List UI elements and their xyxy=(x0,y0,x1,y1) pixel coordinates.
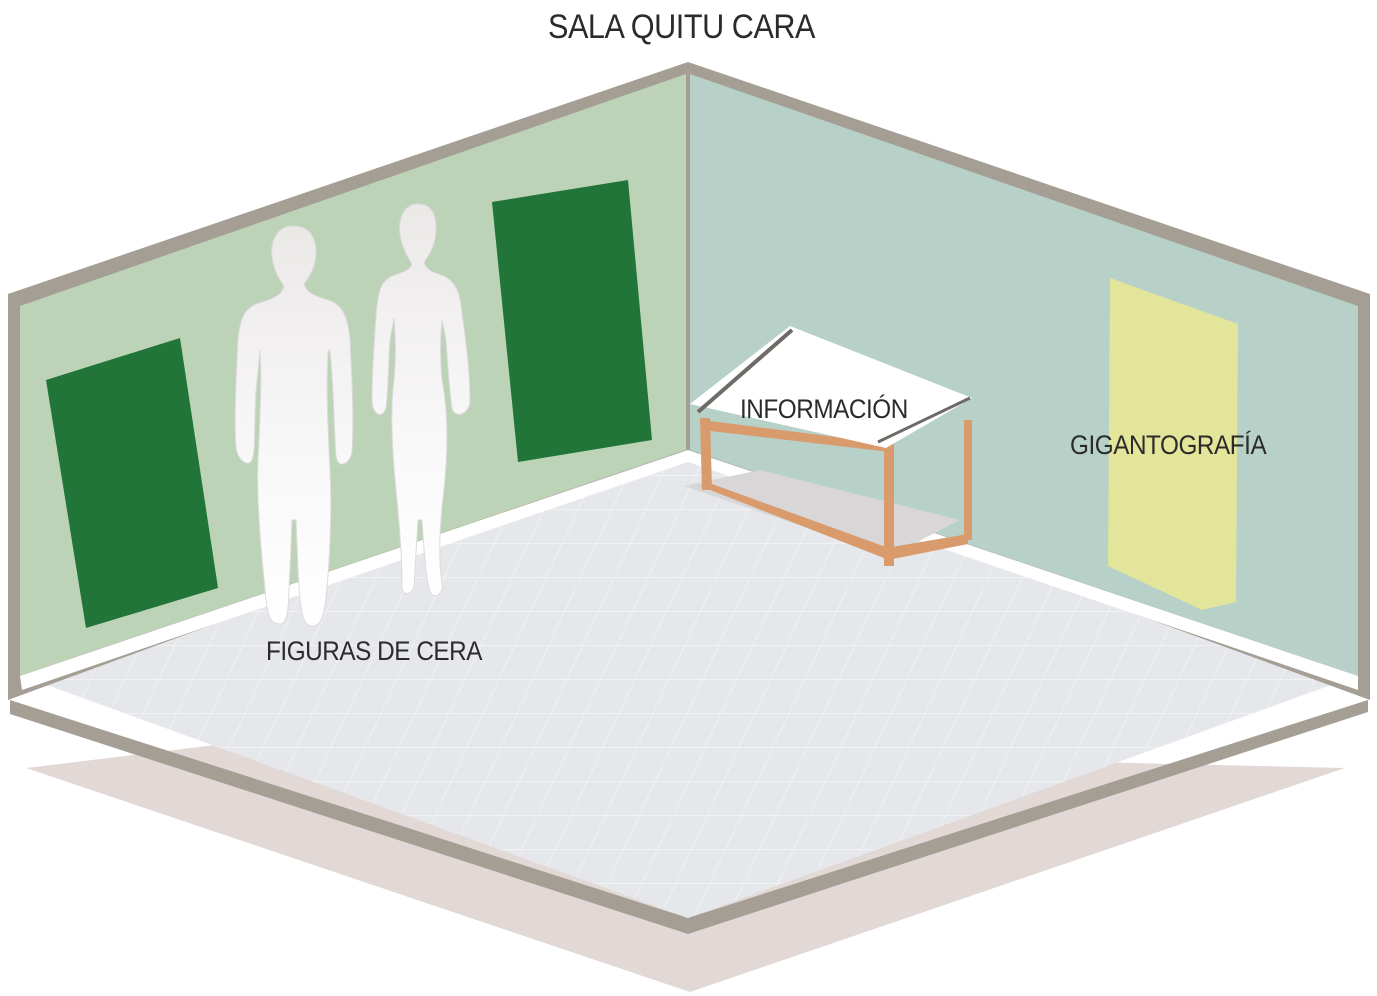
label-information: INFORMACIÓN xyxy=(740,394,908,424)
green-panel-center xyxy=(492,180,652,462)
human-silhouette-icon xyxy=(234,203,471,627)
gigantography-panel xyxy=(1108,278,1238,610)
table-rail-right xyxy=(886,534,968,560)
table-rail-lower xyxy=(700,484,894,562)
table-rail-upper xyxy=(702,420,890,452)
table-legs-left xyxy=(700,418,712,490)
left-baseboard xyxy=(20,450,688,690)
male-figure xyxy=(234,225,354,627)
label-wax-figures: FIGURAS DE CERA xyxy=(266,636,483,666)
table-top-edge-right xyxy=(877,396,971,444)
label-giant-print: GIGANTOGRAFÍA xyxy=(1070,430,1267,460)
information-table xyxy=(684,326,972,566)
green-panel-left xyxy=(46,338,218,628)
table-top-edge xyxy=(696,328,794,414)
table-legs-front xyxy=(884,438,894,566)
page-title: SALA QUITU CARA xyxy=(548,8,816,46)
female-figure xyxy=(371,203,471,597)
table-legs-back xyxy=(964,420,972,540)
